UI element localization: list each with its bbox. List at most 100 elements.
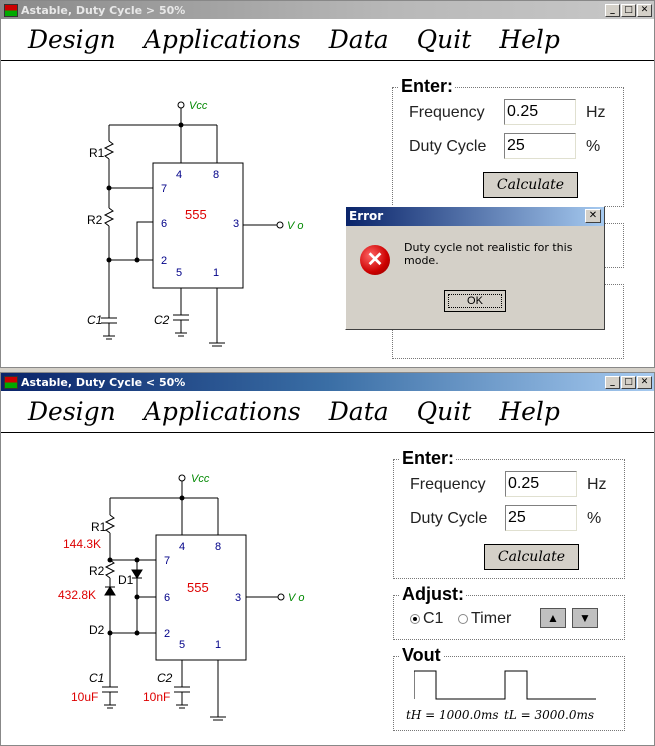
th-value: tH = 1000.0ms [406, 708, 499, 722]
c2-value: 10nF [143, 690, 170, 704]
menu-bar: Design Applications Data Quit Help [1, 391, 654, 433]
window-duty-gt-50: Astable, Duty Cycle > 50% _ □ ✕ Design A… [0, 0, 655, 368]
enter-panel: Enter: Frequency 0.25 Hz Duty Cycle 25 %… [392, 76, 624, 207]
pin-6: 6 [161, 218, 167, 230]
svg-text:4: 4 [179, 541, 185, 553]
app-icon [4, 375, 18, 389]
svg-text:8: 8 [215, 541, 221, 553]
radio-timer[interactable]: Timer [458, 610, 511, 628]
circuit-diagram: Vcc V o 555 4 8 7 6 2 5 1 3 R1 R2 C1 C2 [87, 100, 304, 347]
frequency-unit: Hz [587, 476, 607, 493]
minimize-button[interactable]: _ [605, 375, 620, 389]
vo-label: V o [288, 592, 305, 604]
increase-button[interactable]: ▲ [540, 608, 566, 628]
pin-5: 5 [176, 267, 182, 279]
title-bar[interactable]: Astable, Duty Cycle > 50% _ □ ✕ [1, 1, 654, 19]
menu-data[interactable]: Data [328, 25, 389, 54]
vcc-label: Vcc [189, 100, 208, 112]
menu-design[interactable]: Design [28, 397, 116, 426]
duty-cycle-label: Duty Cycle [410, 510, 488, 527]
frequency-input[interactable]: 0.25 [505, 471, 577, 497]
error-dialog: Error ✕ ✕ Duty cycle not realistic for t… [345, 206, 605, 330]
frequency-label: Frequency [409, 104, 485, 121]
enter-legend: Enter: [400, 448, 457, 469]
c2-label: C2 [157, 671, 173, 685]
d1-label: D1 [118, 573, 134, 587]
svg-text:7: 7 [164, 555, 170, 567]
menu-applications[interactable]: Applications [143, 25, 301, 54]
pin-8: 8 [213, 169, 219, 181]
pin-7: 7 [161, 183, 167, 195]
enter-legend: Enter: [399, 76, 456, 97]
dialog-title-bar[interactable]: Error ✕ [346, 207, 604, 226]
error-message: Duty cycle not realistic for this mode. [404, 241, 573, 267]
duty-cycle-unit: % [587, 510, 602, 527]
svg-text:3: 3 [235, 592, 241, 604]
radio-c1-label: C1 [423, 610, 444, 627]
maximize-button[interactable]: □ [621, 3, 636, 17]
menu-applications[interactable]: Applications [143, 397, 301, 426]
minimize-button[interactable]: _ [605, 3, 620, 17]
radio-c1[interactable]: C1 [410, 610, 443, 628]
d2-label: D2 [89, 623, 105, 637]
vo-label: V o [287, 220, 304, 232]
radio-timer-label: Timer [471, 610, 512, 627]
menu-quit[interactable]: Quit [416, 25, 472, 54]
window-title: Astable, Duty Cycle > 50% [21, 3, 186, 17]
radio-c1-indicator[interactable] [410, 613, 420, 624]
vout-panel: Vout tH = 1000.0ms tL = 3000.0ms [393, 645, 625, 731]
c1-label: C1 [87, 313, 102, 327]
duty-cycle-input[interactable]: 25 [505, 505, 577, 531]
r1-value: 144.3K [63, 537, 101, 551]
ok-button[interactable]: OK [444, 290, 506, 312]
r2-value: 432.8K [58, 588, 96, 602]
radio-timer-indicator[interactable] [458, 613, 468, 624]
dialog-title: Error [349, 209, 384, 223]
window-title: Astable, Duty Cycle < 50% [21, 375, 186, 389]
r2-label: R2 [89, 564, 105, 578]
dialog-close-button[interactable]: ✕ [585, 209, 601, 223]
decrease-button[interactable]: ▼ [572, 608, 598, 628]
vout-waveform [414, 670, 596, 700]
vcc-label: Vcc [191, 473, 210, 485]
menu-quit[interactable]: Quit [416, 397, 472, 426]
app-icon [4, 3, 18, 17]
menu-data[interactable]: Data [328, 397, 389, 426]
duty-cycle-unit: % [586, 138, 601, 155]
close-button[interactable]: ✕ [637, 3, 652, 17]
enter-panel: Enter: Frequency 0.25 Hz Duty Cycle 25 %… [393, 448, 625, 579]
menu-help[interactable]: Help [499, 25, 560, 54]
c2-label: C2 [154, 313, 170, 327]
adjust-legend: Adjust: [400, 584, 466, 605]
menu-bar: Design Applications Data Quit Help [1, 19, 654, 61]
error-icon: ✕ [360, 245, 390, 275]
title-bar[interactable]: Astable, Duty Cycle < 50% _ □ ✕ [1, 373, 654, 391]
r1-label: R1 [91, 520, 107, 534]
r1-label: R1 [89, 146, 105, 160]
close-button[interactable]: ✕ [637, 375, 652, 389]
frequency-unit: Hz [586, 104, 606, 121]
frequency-label: Frequency [410, 476, 486, 493]
pin-4: 4 [176, 169, 182, 181]
chip-label: 555 [185, 207, 207, 222]
calculate-button[interactable]: Calculate [484, 544, 579, 570]
svg-text:5: 5 [179, 639, 185, 651]
svg-text:1: 1 [215, 639, 221, 651]
calculate-button[interactable]: Calculate [483, 172, 578, 198]
c1-label: C1 [89, 671, 104, 685]
adjust-panel: Adjust: C1 Timer ▲ ▼ [393, 584, 625, 640]
svg-text:2: 2 [164, 628, 170, 640]
pin-3: 3 [233, 218, 239, 230]
c1-value: 10uF [71, 690, 98, 704]
pin-1: 1 [213, 267, 219, 279]
pin-2: 2 [161, 255, 167, 267]
maximize-button[interactable]: □ [621, 375, 636, 389]
tl-value: tL = 3000.0ms [504, 708, 594, 722]
vout-legend: Vout [400, 645, 443, 666]
frequency-input[interactable]: 0.25 [504, 99, 576, 125]
duty-cycle-input[interactable]: 25 [504, 133, 576, 159]
svg-text:6: 6 [164, 592, 170, 604]
menu-help[interactable]: Help [499, 397, 560, 426]
menu-design[interactable]: Design [28, 25, 116, 54]
